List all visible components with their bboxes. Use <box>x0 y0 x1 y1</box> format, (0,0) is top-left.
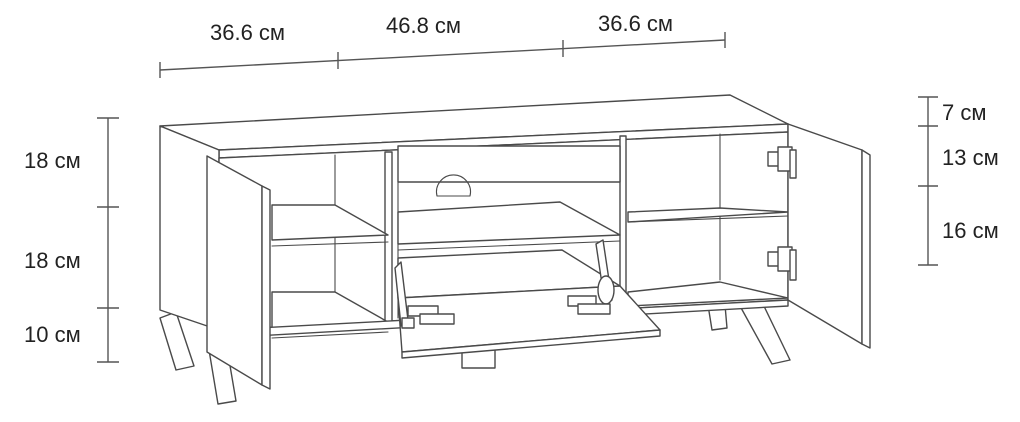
height-label-top-left: 18 см <box>24 148 81 173</box>
width-dimension-line <box>159 32 726 78</box>
drop-down-flap <box>394 239 661 359</box>
left-compartment-divider <box>384 151 393 323</box>
flap-stay-right <box>597 275 615 305</box>
hinge-icon-upper <box>767 146 797 179</box>
right-door <box>787 123 871 349</box>
cabinet-body <box>159 94 789 339</box>
left-upper-shelf <box>271 204 389 241</box>
center-shelf <box>397 201 621 245</box>
height-label-right-top: 7 см <box>942 100 986 125</box>
front-left-leg <box>159 311 195 371</box>
front-right-leg <box>739 301 791 365</box>
flap-hinge-icon-left <box>401 305 455 329</box>
hinge-icon-lower <box>767 246 797 281</box>
height-label-legs: 10 см <box>24 322 81 347</box>
center-right-divider <box>619 135 627 313</box>
width-label-left: 36.6 см <box>210 20 285 45</box>
left-height-dimension-line <box>97 117 119 363</box>
right-door-hinges <box>767 146 797 281</box>
width-label-right: 36.6 см <box>598 11 673 36</box>
height-label-right-mid: 13 см <box>942 145 999 170</box>
width-label-center: 46.8 см <box>386 13 461 38</box>
flap-hinge-icon-right <box>567 295 611 315</box>
right-height-dimension-line <box>918 96 938 266</box>
cable-hole <box>435 174 472 197</box>
height-label-mid-left: 18 см <box>24 248 81 273</box>
height-label-right-bottom: 16 см <box>942 218 999 243</box>
left-door <box>206 155 271 390</box>
top-drawer-front <box>397 145 621 183</box>
